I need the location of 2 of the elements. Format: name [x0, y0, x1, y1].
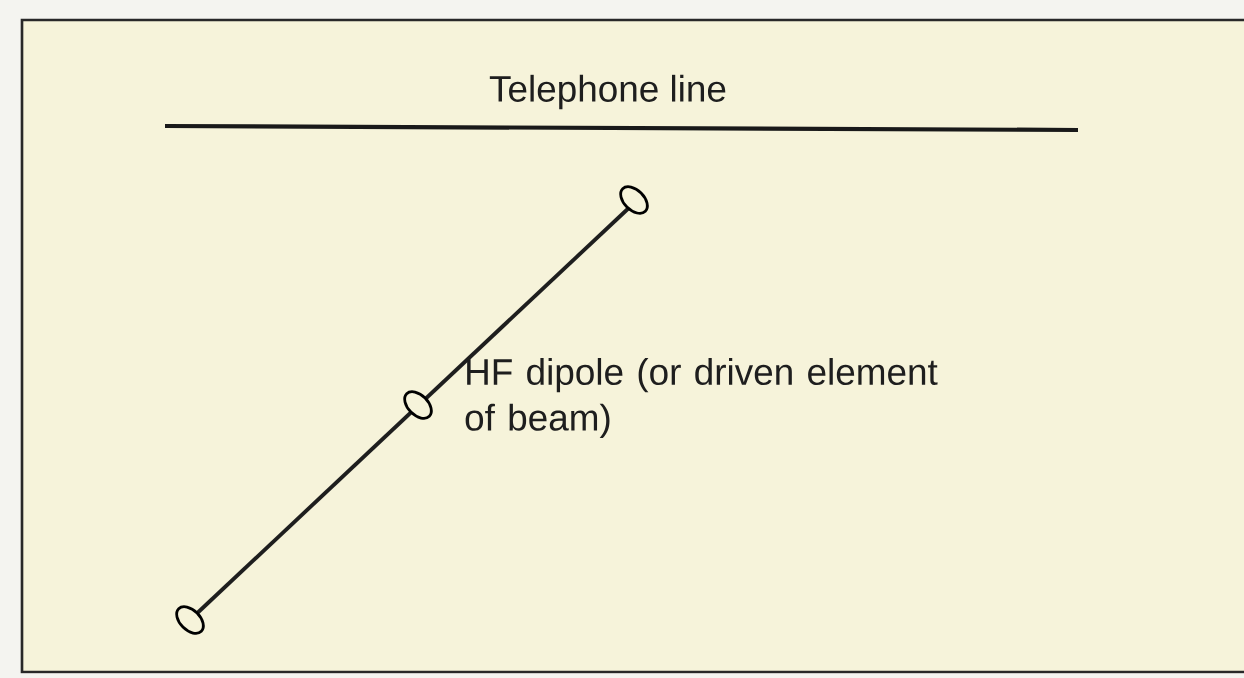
text-label: HF dipole (or driven element of beam): [465, 358, 938, 439]
text-label: Telephone line: [489, 74, 726, 110]
